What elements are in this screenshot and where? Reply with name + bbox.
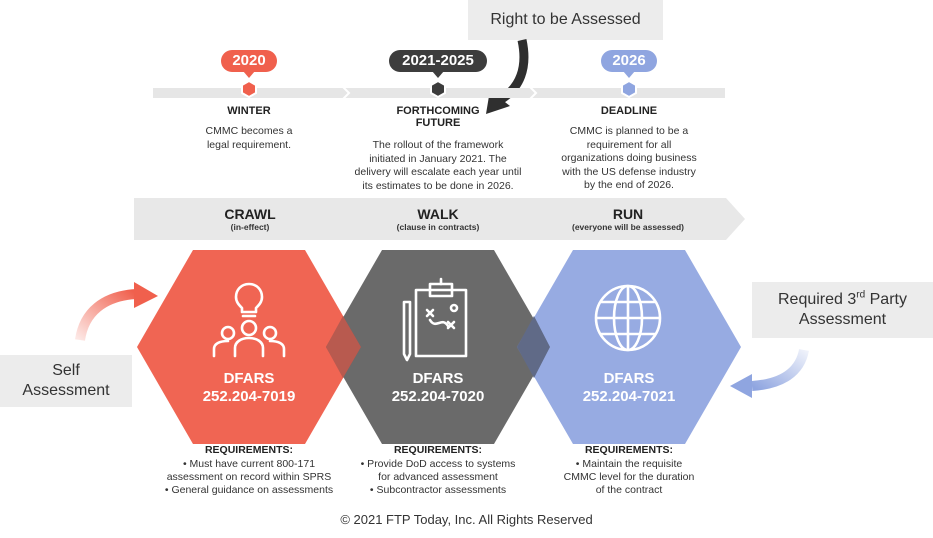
third-party-arrow: [730, 348, 809, 398]
list-item: of the contract: [595, 484, 663, 496]
timeline-markers: [241, 71, 637, 99]
requirements-title-7019: REQUIREMENTS:: [204, 444, 294, 456]
list-item: for advanced assessment: [378, 471, 498, 483]
clipboard-strategy-icon: [402, 277, 468, 362]
requirements-list-7021: • Maintain the requisite CMMC level for …: [529, 458, 729, 497]
phase-crawl: CRAWL: [224, 206, 276, 222]
requirements-title-7020: REQUIREMENTS:: [393, 444, 483, 456]
phase-run: RUN: [612, 206, 644, 222]
phase-walk-sub: (clause in contracts): [396, 222, 480, 232]
dfars-7021: DFARS 252.204-7021: [582, 370, 676, 405]
dfars-7020: DFARS 252.204-7020: [391, 370, 485, 405]
list-item: • Maintain the requisite: [575, 458, 683, 470]
third-party-assessment-callout: Required 3rd Party Assessment: [752, 282, 933, 338]
list-item: CMMC level for the duration: [563, 471, 695, 483]
year-pill-2021-2025: 2021-2025: [389, 50, 487, 72]
requirements-list-7019: • Must have current 800-171 assessment o…: [149, 458, 349, 497]
year-2021-2025: 2021-2025: [402, 52, 474, 69]
copyright-notice: © 2021 FTP Today, Inc. All Rights Reserv…: [340, 512, 593, 527]
list-item: • Subcontractor assessments: [369, 484, 507, 496]
milestone-title-forthcoming-future: FORTHCOMING FUTURE: [396, 105, 480, 129]
right-to-be-assessed-callout: Right to be Assessed: [468, 0, 663, 40]
milestone-title-deadline: DEADLINE: [600, 105, 658, 117]
hexagon-7020: [326, 250, 550, 444]
year-pill-2020: 2020: [221, 50, 277, 72]
lightbulb-team-icon: [212, 282, 286, 358]
third-party-line1: Required 3rd Party: [778, 289, 907, 308]
hexagon-7019: [137, 250, 361, 444]
globe-icon: [594, 284, 662, 352]
list-item: assessment on record within SPRS: [166, 471, 332, 483]
requirements-list-7020: • Provide DoD access to systems for adva…: [338, 458, 538, 497]
milestone-title-winter: WINTER: [227, 105, 271, 117]
milestone-desc-forthcoming-future: The rollout of the framework initiated i…: [354, 139, 522, 192]
self-assessment-callout: Self Assessment: [0, 355, 132, 407]
phase-walk: WALK: [417, 206, 459, 222]
phase-run-sub: (everyone will be assessed): [572, 222, 684, 232]
list-item: • General guidance on assessments: [164, 484, 334, 496]
phase-crawl-sub: (in-effect): [230, 222, 270, 232]
phase-arrow-band: [134, 198, 745, 240]
list-item: • Must have current 800-171: [182, 458, 316, 470]
year-2020: 2020: [232, 52, 266, 69]
list-item: • Provide DoD access to systems: [360, 458, 516, 470]
year-pill-2026: 2026: [601, 50, 657, 72]
milestone-desc-winter: CMMC becomes a legal requirement.: [205, 125, 293, 151]
self-assessment-arrow: [75, 282, 158, 341]
milestone-desc-deadline: CMMC is planned to be a requirement for …: [561, 125, 697, 191]
right-to-be-assessed-label: Right to be Assessed: [490, 11, 641, 28]
dfars-7019: DFARS 252.204-7019: [202, 370, 296, 405]
requirements-title-7021: REQUIREMENTS:: [584, 444, 674, 456]
year-2026: 2026: [612, 52, 646, 69]
